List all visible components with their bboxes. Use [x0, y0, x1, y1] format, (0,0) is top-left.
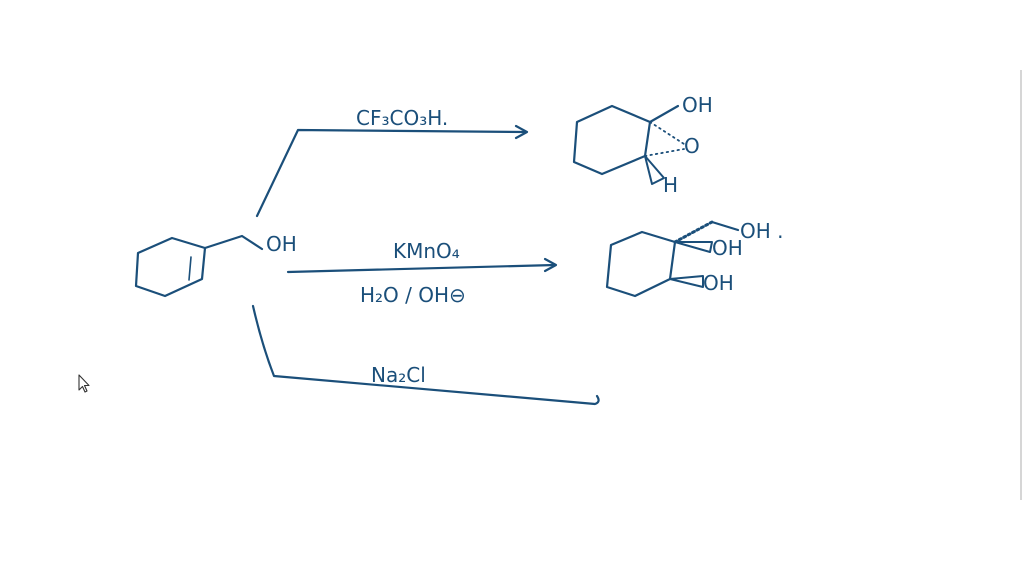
reactant-cyclohexene-ring: [134, 236, 207, 298]
triol-ring: [605, 230, 677, 298]
middle-reaction-arrow: [286, 263, 557, 274]
triol-ch2-bond: [710, 220, 740, 232]
reactant-oh-label: OH: [266, 232, 297, 256]
triol-product: OH . OH OH: [605, 219, 784, 298]
epoxide-oh-bond: [648, 104, 680, 124]
epoxide-dashed-bond-2: [644, 148, 685, 157]
bottom-reaction-line: [251, 304, 600, 406]
triol-hashed-bond: [673, 220, 714, 244]
epoxide-h-label: H: [663, 173, 678, 197]
reactant-molecule: OH: [134, 232, 297, 298]
epoxide-h-wedge: [644, 155, 665, 185]
middle-reagent-above: KMnO₄: [393, 239, 460, 263]
reaction-dihydroxylation: KMnO₄ H₂O / OH⊖: [286, 239, 558, 307]
epoxide-ring: [572, 104, 652, 176]
top-reaction-arrow: [255, 128, 528, 218]
triol-oh-upper-label: OH: [712, 236, 743, 260]
bottom-reagent-label: Na₂Cl: [371, 363, 426, 387]
reactant-ch2-bond: [203, 234, 264, 251]
reactant-double-bond: [188, 256, 192, 281]
triol-ch2oh-label: OH .: [740, 219, 784, 243]
middle-arrowhead: [543, 257, 558, 273]
mouse-pointer-icon: [78, 374, 90, 393]
epoxide-oxygen-label: O: [684, 134, 700, 158]
epoxide-product: OH O H: [572, 93, 713, 197]
triol-oh-lower-label: OH: [703, 271, 734, 295]
triol-oh-lower-wedge: [669, 275, 704, 288]
reaction-bottom: Na₂Cl: [251, 304, 600, 406]
top-reagent-label: CF₃CO₃H.: [356, 106, 448, 130]
epoxide-oh-label: OH: [682, 93, 713, 117]
reaction-epoxidation: CF₃CO₃H.: [255, 106, 529, 218]
middle-reagent-below: H₂O / OH⊖: [360, 283, 466, 307]
top-arrowhead: [514, 124, 529, 140]
triol-oh-upper-wedge: [674, 241, 713, 253]
epoxide-dashed-bond-1: [649, 121, 685, 145]
